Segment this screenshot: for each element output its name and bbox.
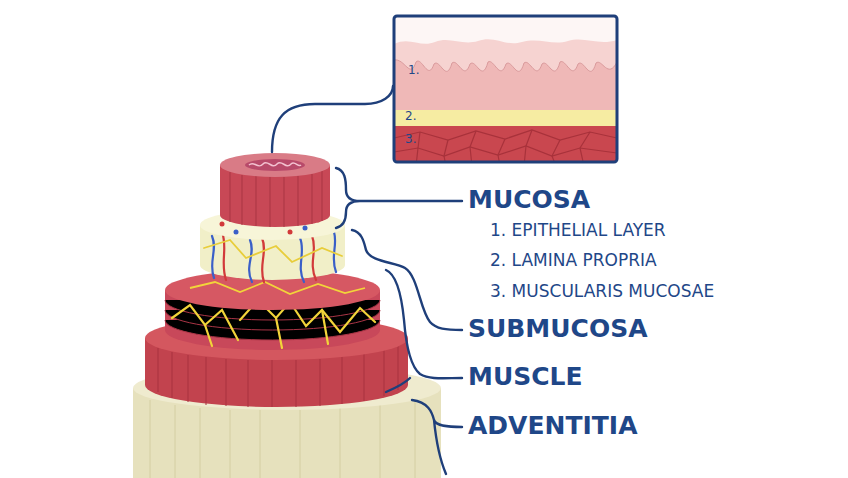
mucosa-tier xyxy=(220,153,330,227)
layer-heading: MUSCLE xyxy=(468,363,583,392)
inset-frame xyxy=(394,16,617,162)
sublayer-label: 1. EPITHELIAL LAYER xyxy=(490,221,666,241)
leader-lines xyxy=(272,86,462,474)
callout-number: 3. xyxy=(405,133,416,147)
layer-heading: SUBMUCOSA xyxy=(468,315,648,344)
layer-heading: MUCOSA xyxy=(468,186,590,215)
callout-number: 1. xyxy=(408,64,419,78)
muscle-inner-tier xyxy=(165,270,380,350)
layer-heading: ADVENTITIA xyxy=(468,412,638,441)
sublayer-label: 2. LAMINA PROPRIA xyxy=(490,251,657,271)
callout-number: 2. xyxy=(405,110,416,124)
inset-tissue xyxy=(394,16,617,162)
sublayer-label: 3. MUSCULARIS MUCOSAE xyxy=(490,282,714,302)
